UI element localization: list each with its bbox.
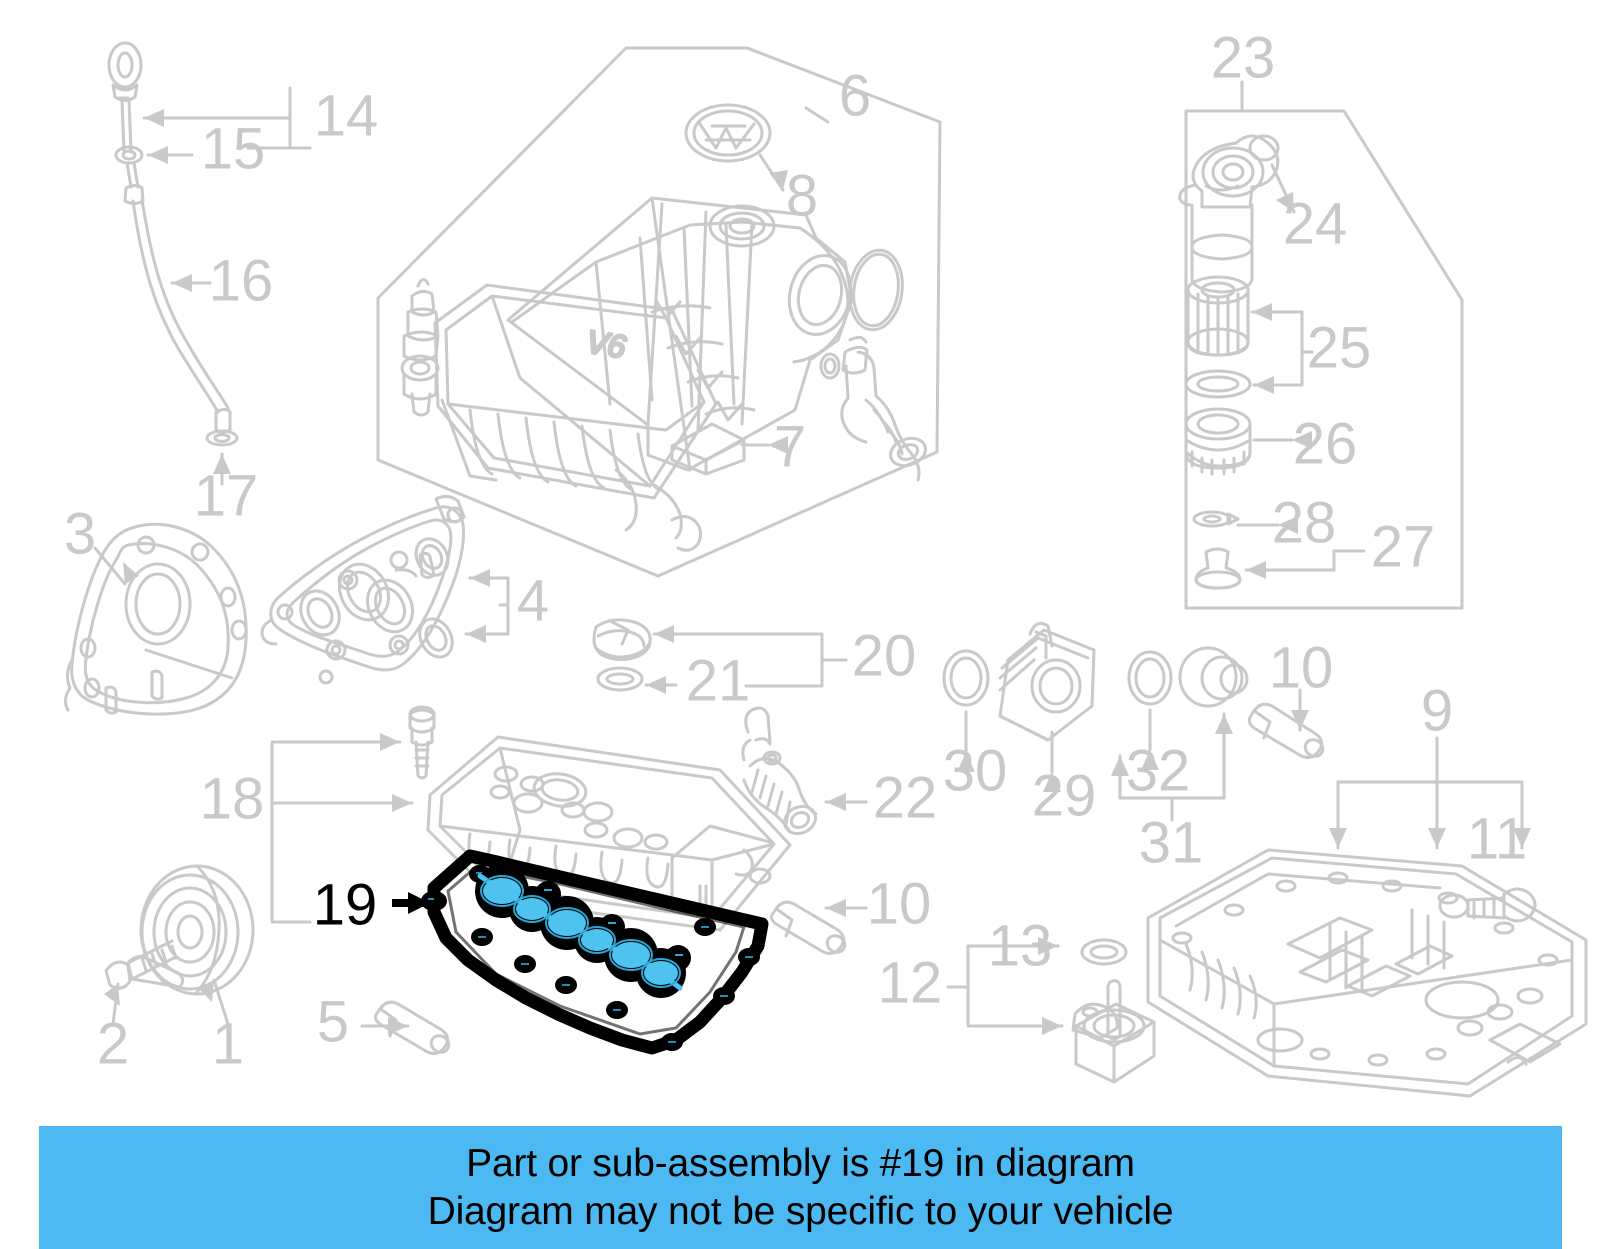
pump-seals-art <box>1127 646 1249 708</box>
oil-filter-housing-art <box>1178 134 1280 294</box>
v6-badge: V6 <box>584 323 628 365</box>
callout-number-23[interactable]: 23 <box>1211 25 1276 90</box>
oil-cooler-art <box>998 621 1096 742</box>
callout-number-13[interactable]: 13 <box>988 913 1053 978</box>
callout-number-17[interactable]: 17 <box>194 463 259 528</box>
callout-number-20[interactable]: 20 <box>852 623 917 688</box>
callout-number-10[interactable]: 10 <box>867 871 932 936</box>
callout-number-15[interactable]: 15 <box>201 116 266 181</box>
filter-element-art <box>1184 275 1252 399</box>
breather-hose-art <box>741 706 818 836</box>
callout-number-12[interactable]: 12 <box>878 950 943 1015</box>
callout-number-27[interactable]: 27 <box>1371 514 1436 579</box>
oil-filter-panel <box>1184 109 1464 610</box>
callout-number-7[interactable]: 7 <box>774 414 806 479</box>
manifold-sensor-art <box>400 278 440 417</box>
callout-number-1[interactable]: 1 <box>212 1011 244 1076</box>
callout-leaders <box>93 80 1524 1028</box>
sealant-tube-lower-art <box>769 900 847 955</box>
pulley-bolt-art <box>104 939 185 990</box>
manifold-breather-art <box>819 335 927 482</box>
callout-number-16[interactable]: 16 <box>209 248 274 313</box>
oil-level-sensor-art <box>1071 938 1156 1084</box>
drain-plug-art <box>1438 887 1537 923</box>
callout-number-8[interactable]: 8 <box>786 163 818 228</box>
callout-number-4[interactable]: 4 <box>517 568 549 633</box>
callout-number-28[interactable]: 28 <box>1272 490 1337 555</box>
highlighted-valve-cover-gasket[interactable] <box>392 849 769 1055</box>
callout-number-22[interactable]: 22 <box>873 765 938 830</box>
callout-number-24[interactable]: 24 <box>1283 191 1348 256</box>
callout-number-10[interactable]: 10 <box>1269 635 1334 700</box>
vw-emblem-art <box>684 103 772 163</box>
callout-number-9[interactable]: 9 <box>1421 678 1453 743</box>
sealant-tube-5-art <box>373 1000 451 1055</box>
callout-numbers: 1234567891011121314151617181920212223242… <box>64 25 1527 1076</box>
timing-cover-front-art <box>63 522 248 716</box>
callout-number-21[interactable]: 21 <box>686 648 751 713</box>
oil-pan-art <box>1146 848 1588 1098</box>
info-banner: Part or sub-assembly is #19 in diagram D… <box>39 1126 1562 1249</box>
callout-number-14[interactable]: 14 <box>314 83 379 148</box>
callout-number-19[interactable]: 19 <box>313 872 378 937</box>
valve-cover-bolt-art <box>408 705 436 780</box>
manifold-bracket-art <box>670 422 746 476</box>
banner-line-2: Diagram may not be specific to your vehi… <box>427 1189 1174 1233</box>
valve-and-seal-art <box>1192 510 1242 590</box>
intake-manifold-panel <box>376 46 942 578</box>
oil-filler-cap-art <box>592 618 652 692</box>
sealant-tube-upper-art <box>1247 702 1325 759</box>
callout-number-32[interactable]: 32 <box>1126 738 1191 803</box>
banner-line-1: Part or sub-assembly is #19 in diagram <box>466 1141 1135 1185</box>
callout-number-25[interactable]: 25 <box>1307 315 1372 380</box>
callout-number-6[interactable]: 6 <box>839 63 871 128</box>
dipstick-assembly-art <box>107 41 239 447</box>
callout-number-3[interactable]: 3 <box>64 501 96 566</box>
crank-pulley-art <box>139 864 255 996</box>
filter-cap-art <box>1184 407 1252 476</box>
callout-number-18[interactable]: 18 <box>200 766 265 831</box>
engine-cover-art <box>433 283 718 552</box>
callout-number-26[interactable]: 26 <box>1293 411 1358 476</box>
callout-number-2[interactable]: 2 <box>97 1011 129 1076</box>
timing-cover-rear-art <box>260 494 466 685</box>
callout-number-5[interactable]: 5 <box>317 989 349 1054</box>
callout-number-31[interactable]: 31 <box>1139 810 1204 875</box>
oil-cooler-seal-art <box>942 649 990 707</box>
callout-number-30[interactable]: 30 <box>943 738 1008 803</box>
callout-number-11[interactable]: 11 <box>1467 806 1527 871</box>
callout-number-29[interactable]: 29 <box>1032 763 1097 828</box>
